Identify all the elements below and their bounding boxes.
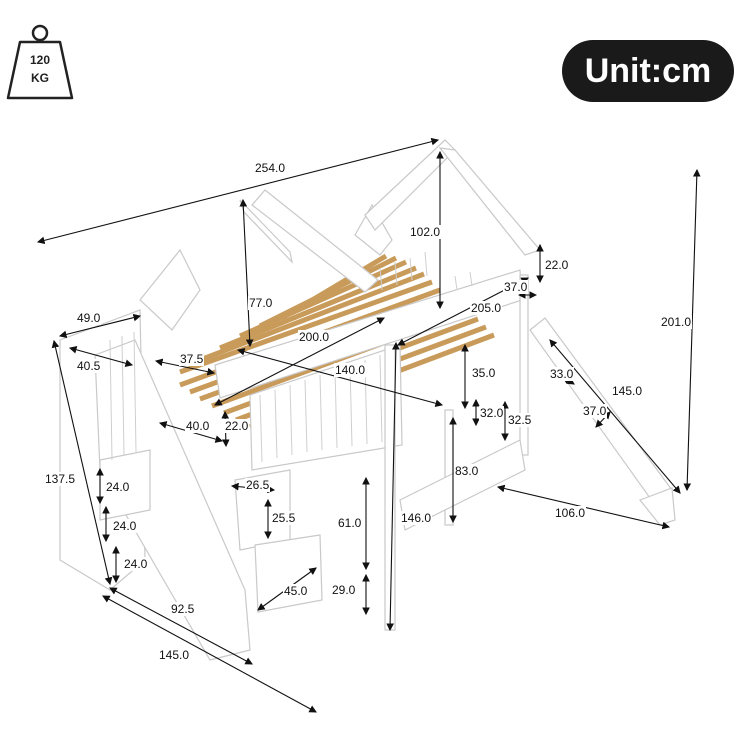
dim-guard-height: 35.0 [471, 366, 497, 380]
dim-step-2: 24.0 [112, 519, 138, 533]
dim-ladder-step: 32.0 [479, 406, 505, 420]
dim-stair-height: 137.5 [44, 472, 77, 486]
dim-step-1: 24.0 [105, 480, 131, 494]
dim-slide-width: 37.0 [582, 404, 608, 418]
dim-stair-depth-top: 49.0 [76, 311, 102, 325]
weight-value: 120 [29, 53, 51, 67]
dim-stair-base: 92.5 [170, 602, 196, 616]
dim-gap-left: 37.5 [179, 352, 205, 366]
weight-icon [6, 24, 74, 100]
dim-stair-total: 145.0 [158, 648, 191, 662]
dim-rail-side: 37.0 [503, 280, 529, 294]
dim-slide-length: 145.0 [611, 384, 644, 398]
dim-ladder-rise: 32.5 [507, 413, 533, 427]
dim-mattress-width: 140.0 [334, 363, 367, 377]
dim-post-height: 146.0 [400, 511, 433, 525]
weight-unit: KG [31, 71, 49, 85]
dim-upper-clearance: 61.0 [337, 516, 363, 530]
dim-stair-width-top: 40.5 [76, 359, 102, 373]
dim-drawer-height: 25.5 [271, 511, 297, 525]
dim-bed-length: 205.0 [470, 301, 503, 315]
dim-total-length: 254.0 [254, 161, 287, 175]
dim-roof-height: 102.0 [409, 225, 442, 239]
dim-mattress-length: 200.0 [298, 330, 331, 344]
dim-under-clearance: 83.0 [454, 464, 480, 478]
dim-roof-side-height: 77.0 [248, 296, 274, 310]
dim-slide-base: 106.0 [554, 506, 587, 520]
dim-step-3: 24.0 [123, 557, 149, 571]
dim-rail-top: 22.0 [544, 258, 570, 272]
dim-drawer-depth: 45.0 [283, 584, 309, 598]
bed-frame [59, 139, 676, 661]
unit-badge: Unit:cm [562, 40, 734, 102]
dim-total-height: 201.0 [660, 315, 693, 329]
dim-bottom-space: 29.0 [331, 583, 357, 597]
dim-entry-width: 40.0 [185, 419, 211, 433]
dim-entry-rail: 22.0 [224, 419, 250, 433]
dim-slide-gap: 33.0 [549, 367, 575, 381]
dim-drawer-width: 26.5 [245, 478, 271, 492]
dimension-lines [36, 137, 701, 713]
